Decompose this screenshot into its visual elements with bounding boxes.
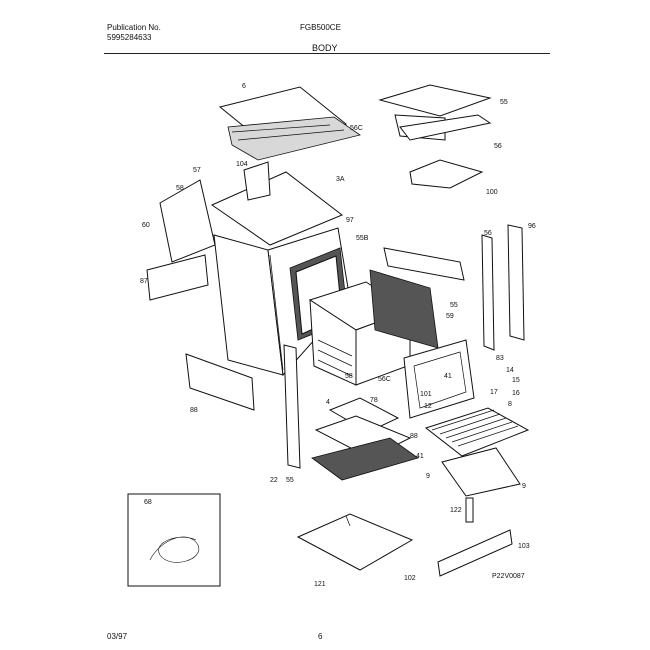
callout-56C: 56C [378, 376, 391, 383]
callout-97: 97 [346, 217, 354, 224]
callout-58: 58 [345, 373, 353, 380]
callout-14: 14 [506, 367, 514, 374]
callout-4: 4 [326, 399, 330, 406]
callout-101: 101 [420, 391, 432, 398]
callout-12: 12 [424, 403, 432, 410]
callout-9: 9 [522, 483, 526, 490]
callout-104: 104 [236, 161, 248, 168]
back-panel [369, 247, 465, 349]
drawer-glass [441, 447, 521, 497]
callout-8: 8 [508, 401, 512, 408]
kick-plate [437, 529, 513, 577]
left-lower-panel [185, 353, 255, 411]
callout-16: 16 [512, 390, 520, 397]
callout-58: 58 [176, 185, 184, 192]
page-number: 6 [318, 632, 323, 641]
figure-code: P22V0087 [492, 573, 525, 580]
cooktop-frame [210, 161, 343, 246]
callout-102: 102 [404, 575, 416, 582]
callout-15: 15 [512, 377, 520, 384]
callout-59: 59 [446, 313, 454, 320]
callout-57: 57 [193, 167, 201, 174]
callout-55: 55 [500, 99, 508, 106]
callout-55: 55 [450, 302, 458, 309]
header-rule [104, 53, 550, 54]
oven-rack [424, 407, 530, 457]
callout-6: 6 [242, 83, 246, 90]
callout-56C: 56C [350, 125, 363, 132]
callout-55: 55 [286, 477, 294, 484]
callout-68: 68 [144, 499, 152, 506]
callout-56: 56 [484, 230, 492, 237]
publication-number: 5995284633 [107, 33, 152, 42]
callout-121: 121 [314, 581, 326, 588]
callout-55B: 55B [356, 235, 369, 242]
front-side-strips [283, 344, 301, 469]
callout-88: 88 [190, 407, 198, 414]
base-panel [296, 513, 414, 571]
callout-87: 87 [140, 278, 148, 285]
callout-17: 17 [490, 389, 498, 396]
right-trim-strips [481, 224, 525, 351]
callout-100: 100 [486, 189, 498, 196]
oven-door-inner [403, 339, 475, 419]
callout-83: 83 [496, 355, 504, 362]
callout-122: 122 [450, 507, 462, 514]
power-cord-inset [127, 493, 221, 587]
callout-88: 88 [410, 433, 418, 440]
small-bracket [465, 497, 474, 523]
callout-labels: 6 56C 55 56 100 104 57 58 60 87 3A 97 55B 56 96 55 59 56C… [140, 83, 536, 588]
callout-41: 41 [444, 373, 452, 380]
callout-9: 9 [426, 473, 430, 480]
callout-22: 22 [270, 477, 278, 484]
model-number: FGB500CE [300, 23, 341, 32]
section-title: BODY [312, 43, 338, 53]
callout-78: 78 [370, 397, 378, 404]
left-side-panel [146, 179, 216, 301]
callout-103: 103 [518, 543, 530, 550]
callout-60: 60 [142, 222, 150, 229]
callout-96: 96 [528, 223, 536, 230]
callout-56: 56 [494, 143, 502, 150]
broiler-pan [311, 397, 419, 481]
callout-3A: 3A [336, 176, 345, 183]
publication-number-label: Publication No. [107, 23, 161, 32]
top-panel [218, 86, 361, 161]
callout-41: 41 [416, 453, 424, 460]
footer-date: 03/97 [107, 632, 128, 641]
upper-trim-parts [378, 84, 492, 189]
